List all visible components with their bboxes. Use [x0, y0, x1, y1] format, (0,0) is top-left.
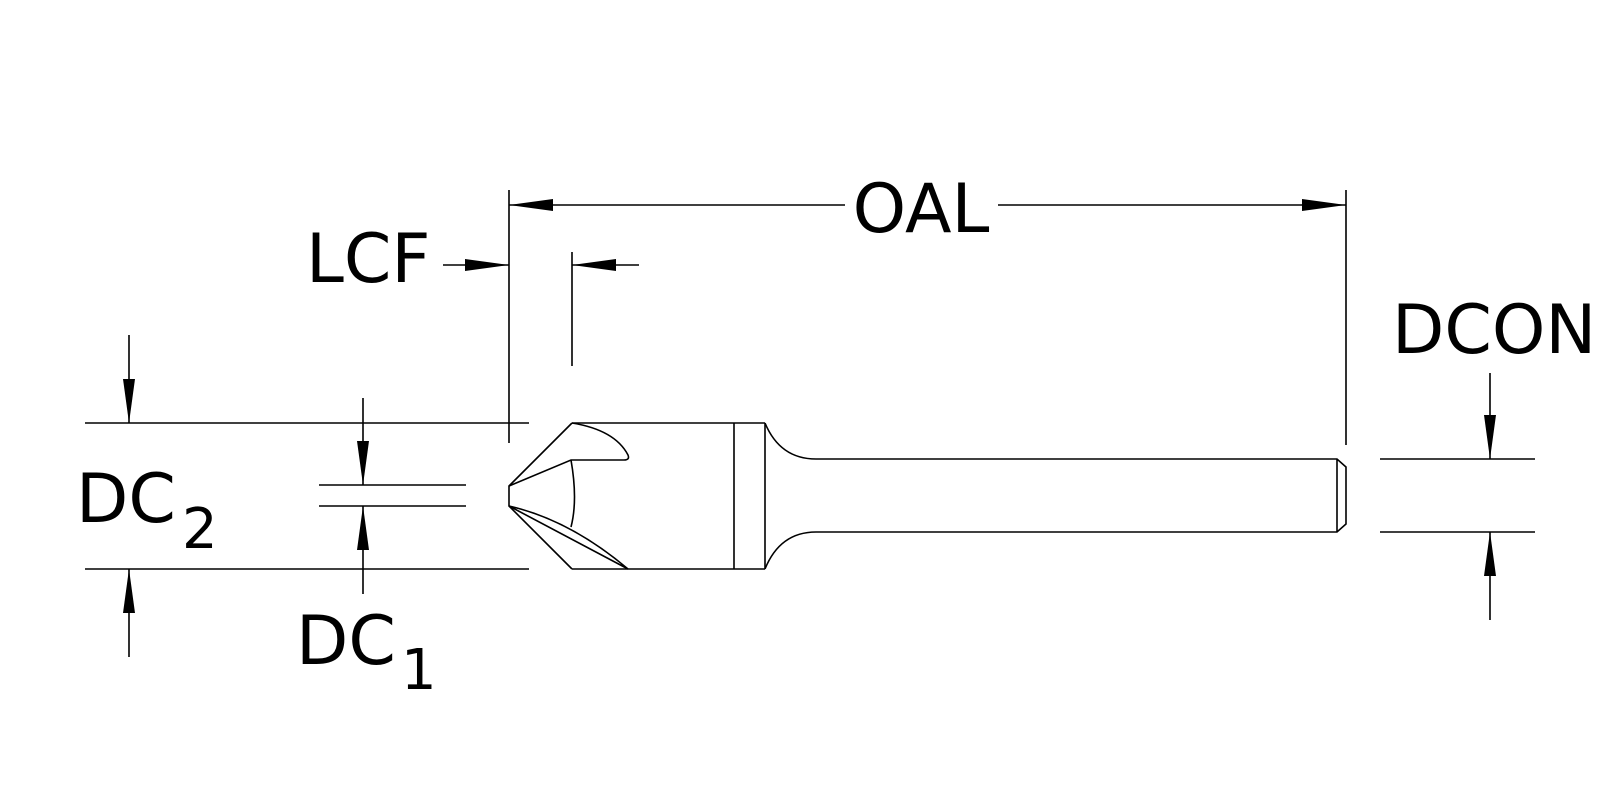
dc1-dimension: DC 1: [296, 398, 466, 703]
lcf-dimension: LCF: [306, 220, 639, 366]
tool-body: [508, 422, 1347, 570]
arrow-down-icon: [1484, 415, 1496, 459]
dc1-subscript: 1: [401, 638, 437, 703]
dc2-dimension: DC 2: [76, 335, 529, 657]
dc1-label: DC: [296, 602, 396, 681]
lcf-label: LCF: [306, 220, 430, 299]
dc2-label: DC: [76, 460, 176, 539]
dcon-dimension: DCON: [1380, 291, 1596, 620]
arrow-down-icon: [123, 379, 135, 423]
arrow-down-icon: [357, 441, 369, 485]
dcon-label: DCON: [1392, 291, 1596, 370]
shank: [764, 422, 1347, 570]
arrow-left-icon: [572, 259, 616, 271]
arrow-right-icon: [1302, 199, 1346, 211]
dc2-subscript: 2: [182, 497, 218, 562]
arrow-up-icon: [123, 569, 135, 613]
flute-lower: [508, 505, 629, 570]
arrow-up-icon: [357, 506, 369, 550]
arrow-left-icon: [509, 199, 553, 211]
flute-upper: [508, 422, 630, 528]
tool-outline: [508, 422, 766, 570]
arrow-right-icon: [465, 259, 509, 271]
oal-label: OAL: [853, 170, 990, 249]
arrow-up-icon: [1484, 532, 1496, 576]
oal-dimension: OAL: [508, 170, 1347, 445]
